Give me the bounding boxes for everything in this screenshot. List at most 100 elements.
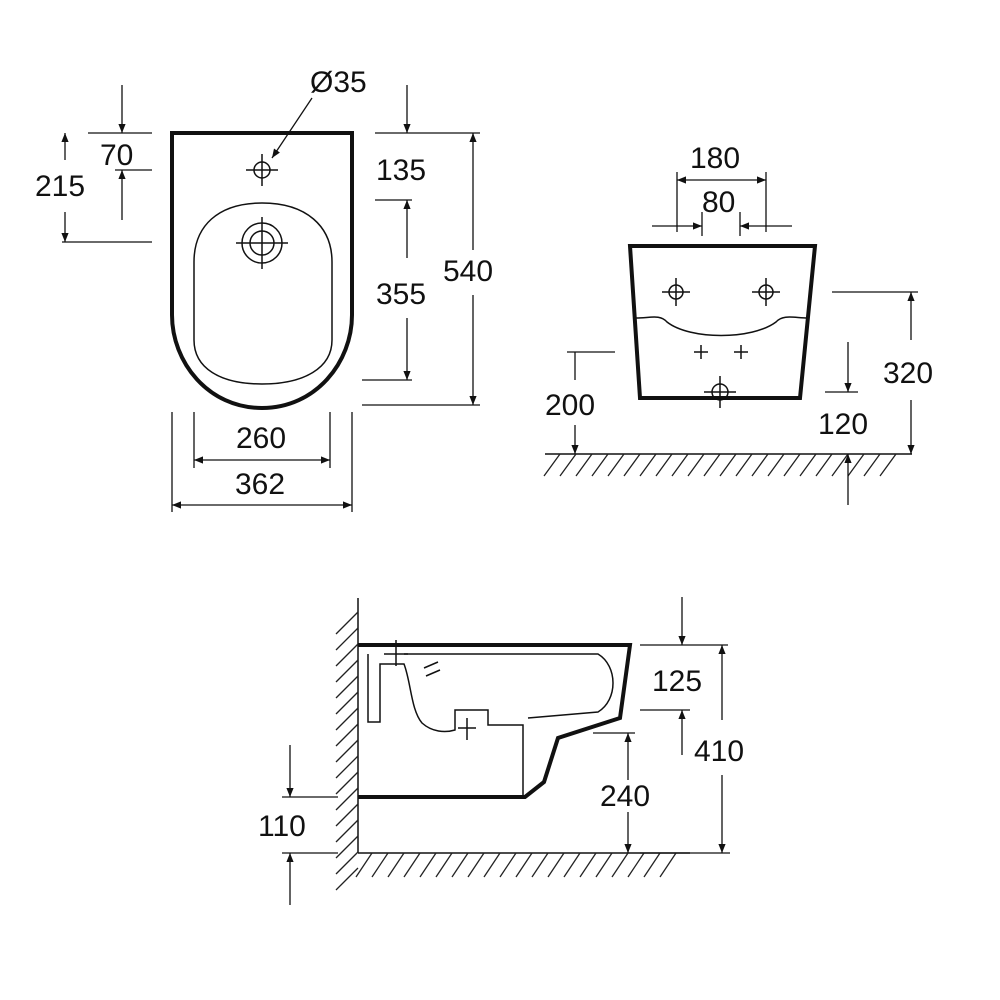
label-dim-70: 70: [100, 139, 133, 172]
label-dim-80: 80: [702, 186, 735, 219]
hatch-stroke: [467, 852, 485, 878]
label-dim-362: 362: [235, 468, 285, 501]
hatch-stroke: [543, 453, 561, 477]
hatch-stroke: [703, 453, 721, 477]
hatch-stroke: [387, 852, 405, 878]
label-dim-215: 215: [35, 170, 85, 203]
label-dim-240: 240: [600, 780, 650, 813]
hatch-stroke: [499, 852, 517, 878]
hatch-stroke: [435, 852, 453, 878]
tap-hole-left-icon: [662, 278, 690, 306]
side-view: 125 410 240 110: [258, 597, 744, 905]
hatch-stroke: [735, 453, 753, 477]
hatch-stroke: [719, 453, 737, 477]
label-dim-540: 540: [443, 255, 493, 288]
tap-hole-icon: [246, 154, 278, 186]
wall-hatch: [335, 611, 359, 891]
hatch-stroke: [371, 852, 389, 878]
hatch-stroke: [335, 739, 359, 763]
hatch-stroke: [655, 453, 673, 477]
hatch-stroke: [591, 453, 609, 477]
hatch-stroke: [335, 659, 359, 683]
label-dim-120: 120: [818, 408, 868, 441]
rim-inner-side: [404, 653, 614, 719]
hatch-stroke: [335, 851, 359, 875]
hatch-stroke: [847, 453, 865, 477]
hatch-stroke: [879, 453, 897, 477]
label-dim-410: 410: [694, 735, 744, 768]
hatch-stroke: [419, 852, 437, 878]
hatch-stroke: [767, 453, 785, 477]
label-dim-110: 110: [258, 810, 306, 843]
front-view: 180 80 200 320 120: [543, 142, 933, 505]
hatch-stroke: [831, 453, 849, 477]
top-view: Ø35 70 215 135 355 540 260 362: [35, 66, 493, 512]
hatch-stroke: [335, 787, 359, 811]
hatch-stroke: [335, 643, 359, 667]
bidet-outline-side: [358, 643, 633, 799]
bidet-outline-top: [170, 131, 354, 411]
hatch-stroke: [335, 803, 359, 827]
overflow-marks: [423, 661, 441, 677]
label-dim-320: 320: [883, 357, 933, 390]
hatch-stroke: [607, 453, 625, 477]
hatch-stroke: [335, 755, 359, 779]
tap-hole-right-icon: [752, 278, 780, 306]
hatch-stroke: [575, 453, 593, 477]
hatch-stroke: [623, 453, 641, 477]
label-dim-260: 260: [236, 422, 286, 455]
basin-curve-front: [635, 316, 809, 337]
hatch-stroke: [563, 852, 581, 878]
label-dim-355: 355: [376, 278, 426, 311]
label-dim-200: 200: [545, 389, 595, 422]
hatch-stroke: [639, 453, 657, 477]
tap-hole-side-icon: [384, 640, 408, 666]
hatch-stroke: [335, 723, 359, 747]
hatch-stroke: [783, 453, 801, 477]
hatch-stroke: [335, 611, 359, 635]
label-dim-135: 135: [376, 154, 426, 187]
label-hole-diameter: Ø35: [310, 66, 367, 99]
drain-icon: [236, 217, 288, 269]
hatch-stroke: [335, 675, 359, 699]
bowl-inner-side: [367, 654, 524, 797]
hatch-stroke: [687, 453, 705, 477]
hatch-stroke: [595, 852, 613, 878]
bidet-outline-front: [627, 244, 818, 400]
hatch-stroke: [335, 819, 359, 843]
floor-hatch-side: [355, 852, 677, 878]
hatch-stroke: [627, 852, 645, 878]
hatch-stroke: [559, 453, 577, 477]
hatch-stroke: [643, 852, 661, 878]
hatch-stroke: [335, 867, 359, 891]
label-dim-125: 125: [652, 665, 702, 698]
hatch-stroke: [611, 852, 629, 878]
hatch-stroke: [335, 835, 359, 859]
hatch-stroke: [483, 852, 501, 878]
floor-hatch-front: [543, 453, 897, 477]
hatch-stroke: [335, 627, 359, 651]
hatch-stroke: [451, 852, 469, 878]
hatch-stroke: [547, 852, 565, 878]
hatch-stroke: [515, 852, 533, 878]
label-dim-180: 180: [690, 142, 740, 175]
hatch-stroke: [671, 453, 689, 477]
fixing-left-icon: [694, 345, 708, 359]
hatch-stroke: [335, 771, 359, 795]
hatch-stroke: [659, 852, 677, 878]
hatch-stroke: [403, 852, 421, 878]
hatch-stroke: [531, 852, 549, 878]
fixing-right-icon: [734, 345, 748, 359]
hatch-stroke: [751, 453, 769, 477]
hatch-stroke: [863, 453, 881, 477]
waste-outlet-icon: [704, 376, 736, 408]
hatch-stroke: [579, 852, 597, 878]
hatch-stroke: [335, 691, 359, 715]
bowl-outline-top: [193, 202, 333, 385]
hatch-stroke: [335, 707, 359, 731]
hatch-stroke: [355, 852, 373, 878]
drain-side-icon: [458, 718, 476, 740]
hatch-stroke: [815, 453, 833, 477]
hatch-stroke: [799, 453, 817, 477]
